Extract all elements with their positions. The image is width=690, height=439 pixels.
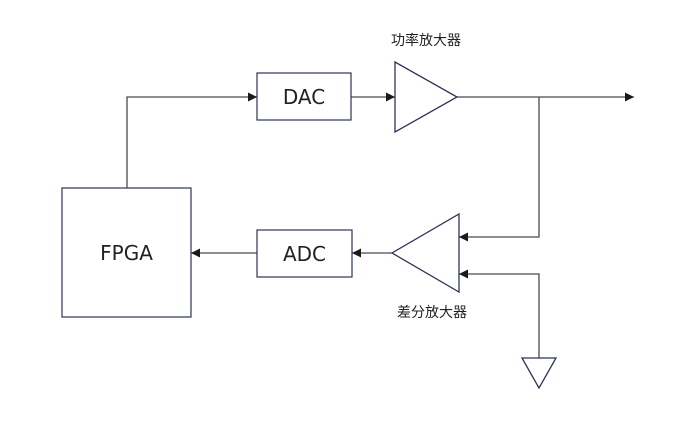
dac-box xyxy=(256,72,352,121)
differential-amplifier: 差分放大器 xyxy=(390,212,467,321)
wire-fpga-to-dac xyxy=(126,92,257,188)
dac-block: DAC xyxy=(256,72,352,121)
fpga-box xyxy=(61,187,192,318)
diff-amp-label: 差分放大器 xyxy=(397,305,467,321)
diff-amp-triangle-icon xyxy=(390,212,460,294)
power-amp-triangle-icon xyxy=(394,60,459,134)
adc-block: ADC xyxy=(256,229,353,278)
adc-label: ADC xyxy=(283,242,326,266)
fpga-block: FPGA xyxy=(61,187,192,318)
wire-ground-to-diff-amp xyxy=(459,269,540,358)
ground-icon xyxy=(520,357,558,390)
wire-feedback-to-diff-amp xyxy=(459,97,540,242)
adc-box xyxy=(256,229,353,278)
power-amp-label: 功率放大器 xyxy=(391,32,461,49)
fpga-label: FPGA xyxy=(100,241,153,265)
power-amplifier: 功率放大器 xyxy=(391,32,461,134)
dac-label: DAC xyxy=(283,85,325,109)
